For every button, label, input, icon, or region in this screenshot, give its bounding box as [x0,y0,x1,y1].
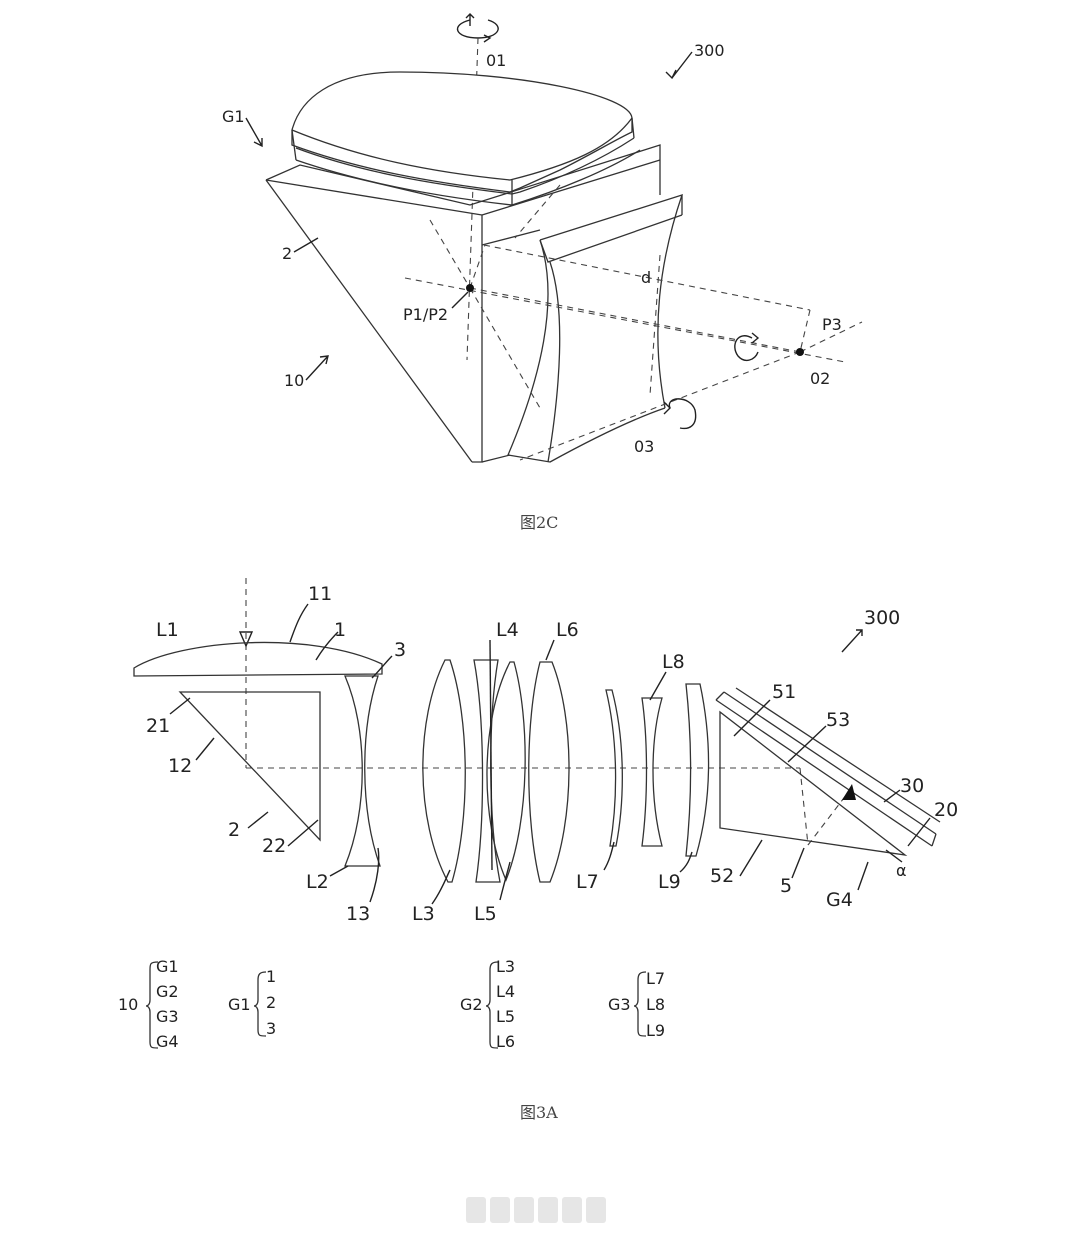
svg-text:10: 10 [118,995,138,1014]
lens-l7 [605,689,623,847]
rotation-arrow-o1 [456,13,499,43]
label-p1p2: P1/P2 [403,305,448,324]
svg-text:G2: G2 [156,982,179,1001]
label-l9: L9 [658,871,681,893]
label-g1: G1 [222,107,245,126]
label-l6: L6 [556,619,579,641]
label-o1: 01 [486,51,506,70]
point-p1p2 [466,284,474,292]
leader-10 [305,355,329,381]
label-53: 53 [826,709,850,731]
label-p3: P3 [822,315,842,334]
label-2: 2 [282,244,292,263]
rotation-arrow-o3 [663,398,697,430]
label-1: 1 [334,619,346,641]
svg-text:G3: G3 [156,1007,179,1026]
label-5: 5 [780,875,792,897]
label-300: 300 [864,607,900,629]
lens-l3 [422,659,466,883]
label-l3: L3 [412,903,435,925]
label-2: 2 [228,819,240,841]
group-g2: G2 L3 L4 L5 L6 [460,957,515,1051]
lens-l9 [685,683,710,857]
leader-2 [293,237,319,253]
label-51: 51 [772,681,796,703]
label-52: 52 [710,865,734,887]
filter-plates [715,687,941,847]
group-10: 10 G1 G2 G3 G4 [118,957,179,1051]
figure-2c: 01 300 G1 2 P1/P2 d P3 02 10 03 图2C [222,13,863,532]
group-g3: G3 L7 L8 L9 [608,969,665,1040]
label-l5: L5 [474,903,497,925]
prism-body [265,144,661,463]
svg-text:3: 3 [266,1019,276,1038]
label-10: 10 [284,371,304,390]
svg-text:L9: L9 [646,1021,665,1040]
label-13: 13 [346,903,370,925]
label-o3: 03 [634,437,654,456]
svg-text:G2: G2 [460,995,483,1014]
svg-text:G1: G1 [156,957,179,976]
construction-lines [404,184,863,461]
arrow-53 [842,784,856,800]
label-30: 30 [900,775,924,797]
svg-text:L6: L6 [496,1032,515,1051]
label-3: 3 [394,639,406,661]
rotation-arrow-o2 [734,332,760,362]
leader-g1 [245,117,263,148]
label-22: 22 [262,835,286,857]
label-300: 300 [694,41,725,60]
svg-text:G1: G1 [228,995,251,1014]
lens-l1 [133,641,383,677]
axis-o1 [466,37,479,361]
leader-300 [665,51,693,80]
leader-p1p2 [451,291,469,309]
axis-fold [799,767,809,846]
leaders-3a [169,603,931,905]
svg-text:2: 2 [266,993,276,1012]
lens-l5 [486,661,526,882]
label-l8: L8 [662,651,685,673]
lens-l2 [344,675,381,867]
input-arrow [238,631,254,648]
caption-3a: 图3A [520,1103,558,1122]
svg-text:G4: G4 [156,1032,179,1051]
prism-2 [178,691,321,842]
label-o2: 02 [810,369,830,388]
label-12: 12 [168,755,192,777]
watermark-bar [466,1197,616,1225]
svg-text:1: 1 [266,967,276,986]
svg-text:L8: L8 [646,995,665,1014]
lens-l8 [641,697,663,847]
label-alpha: α [896,861,907,880]
label-11: 11 [308,583,332,605]
group-g1: G1 1 2 3 [228,967,276,1038]
concave-block [507,193,684,463]
label-21: 21 [146,715,170,737]
svg-text:L5: L5 [496,1007,515,1026]
svg-text:L7: L7 [646,969,665,988]
caption-2c: 图2C [520,513,558,532]
svg-text:L3: L3 [496,957,515,976]
svg-text:G3: G3 [608,995,631,1014]
label-g4: G4 [826,889,853,911]
lens-l6 [528,661,570,883]
point-p3 [796,348,804,356]
prism-5 [719,710,908,857]
label-l7: L7 [576,871,599,893]
label-20: 20 [934,799,958,821]
label-l2: L2 [306,871,329,893]
svg-text:L4: L4 [496,982,515,1001]
figure-3a: L1 11 1 3 21 12 2 22 L2 13 L3 L4 L5 L6 L… [118,578,958,1122]
lens-top [291,71,641,206]
label-d: d [641,268,651,287]
label-l4: L4 [496,619,519,641]
label-l1: L1 [156,619,179,641]
